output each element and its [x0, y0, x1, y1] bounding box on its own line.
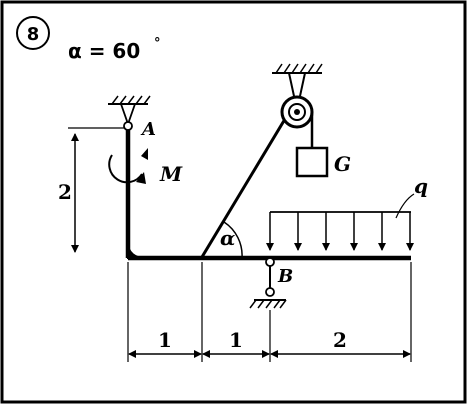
- label-B: B: [277, 266, 293, 287]
- label-alpha: α: [220, 226, 235, 250]
- inclined-rope: [200, 113, 290, 258]
- label-A: A: [140, 119, 156, 140]
- dim-span-2: 1: [229, 328, 243, 352]
- moment-M: [108, 148, 148, 184]
- weight-block: [295, 146, 329, 178]
- pulley-wheel: [280, 95, 314, 129]
- label-M: M: [159, 162, 183, 186]
- support-B: [249, 257, 287, 309]
- dim-span-1: 1: [158, 328, 172, 352]
- problem-number-badge: 8: [16, 16, 50, 50]
- distributed-load: [266, 193, 415, 251]
- label-G: G: [334, 152, 351, 176]
- angle-arc: [223, 221, 243, 259]
- dim-height-value: 2: [58, 180, 72, 204]
- label-q: q: [414, 174, 428, 198]
- dimension-spans: [127, 262, 412, 362]
- problem-number: 8: [27, 24, 40, 45]
- dim-span-3: 2: [333, 328, 347, 352]
- dimension-height-A: [68, 127, 124, 253]
- angle-condition: α = 60: [68, 39, 140, 63]
- degree-sign: °: [154, 36, 161, 51]
